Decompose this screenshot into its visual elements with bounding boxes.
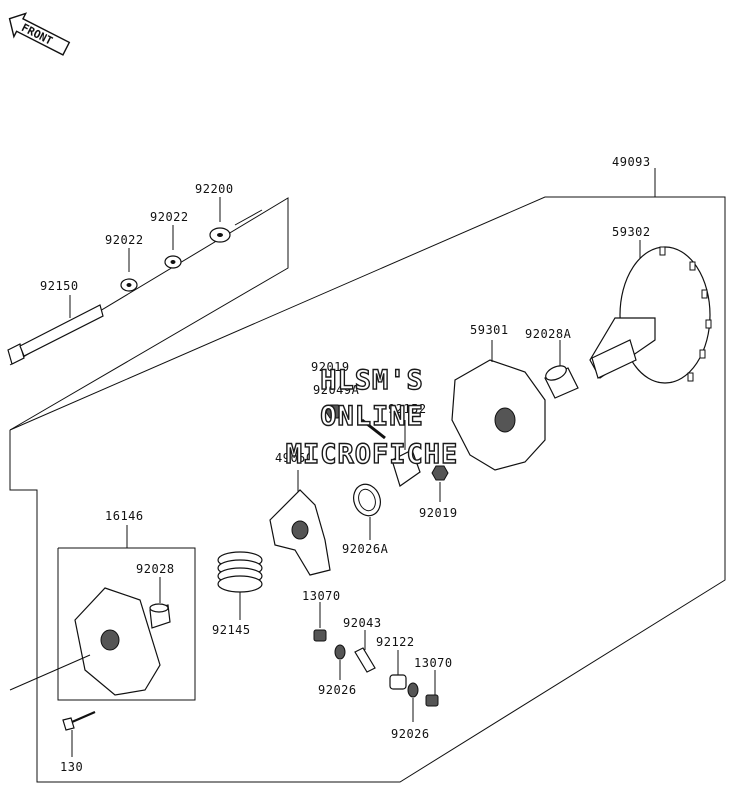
label-92026-b: 92026 [391, 727, 430, 741]
label-92122: 92122 [376, 635, 415, 649]
sheave-59302 [589, 240, 712, 384]
label-92043: 92043 [343, 616, 382, 630]
label-92022-a: 92022 [105, 233, 144, 247]
washer-92022-b [164, 225, 182, 269]
label-59302: 59302 [612, 225, 651, 239]
primary-sheave-group-outline [57, 547, 196, 701]
label-59301: 59301 [470, 323, 509, 337]
label-49050: 49050 [275, 451, 314, 465]
bushing-92028 [149, 577, 171, 629]
front-badge-text: FRONT [19, 21, 55, 48]
label-16146: 16146 [105, 509, 144, 523]
label-92026a: 92026A [342, 542, 389, 556]
label-92049a: 92049A [313, 383, 360, 397]
label-92028a: 92028A [525, 327, 572, 341]
label-92019-b: 92019 [419, 506, 458, 520]
outer-assembly-outline [9, 196, 726, 783]
label-92026-a: 92026 [318, 683, 357, 697]
label-92150: 92150 [40, 279, 79, 293]
nut-92019-b [431, 465, 449, 502]
watermark-line-1: HLSM'S [320, 365, 424, 396]
roller-13070-b [425, 670, 439, 707]
washer-92026-a [334, 644, 346, 680]
label-49093: 49093 [612, 155, 651, 169]
bolt-92150 [7, 295, 104, 365]
nut-92019-a [325, 404, 343, 419]
roller-13070-a [313, 602, 327, 642]
spider-49050 [269, 470, 331, 576]
bushing-92028a [544, 340, 579, 399]
label-92200: 92200 [195, 182, 234, 196]
sheave-59301 [451, 340, 546, 471]
washer-group-outline [9, 197, 289, 431]
oring-92026a [353, 483, 381, 540]
spring-92145 [217, 551, 263, 620]
label-92145: 92145 [212, 623, 251, 637]
label-92152: 92152 [388, 402, 427, 416]
bushing-92122 [389, 650, 407, 690]
label-13070-b: 13070 [414, 656, 453, 670]
label-13070-a: 13070 [302, 589, 341, 603]
watermark-line-3: MICROFICHE [286, 439, 459, 470]
weight-92152 [391, 420, 421, 487]
label-130: 130 [60, 760, 83, 774]
bolt-130 [62, 710, 96, 757]
washer-92022-a [120, 248, 138, 292]
label-92028: 92028 [136, 562, 175, 576]
pin-92043 [354, 630, 376, 673]
washer-92200 [209, 197, 231, 243]
front-arrow-icon: FRONT [8, 12, 71, 56]
pin-92049a [361, 418, 386, 440]
label-92022-b: 92022 [150, 210, 189, 224]
watermark-line-2: ONLINE [320, 401, 424, 432]
label-92019-a: 92019 [311, 360, 350, 374]
sheave-16146 [9, 587, 161, 696]
washer-92026-b [407, 682, 419, 722]
